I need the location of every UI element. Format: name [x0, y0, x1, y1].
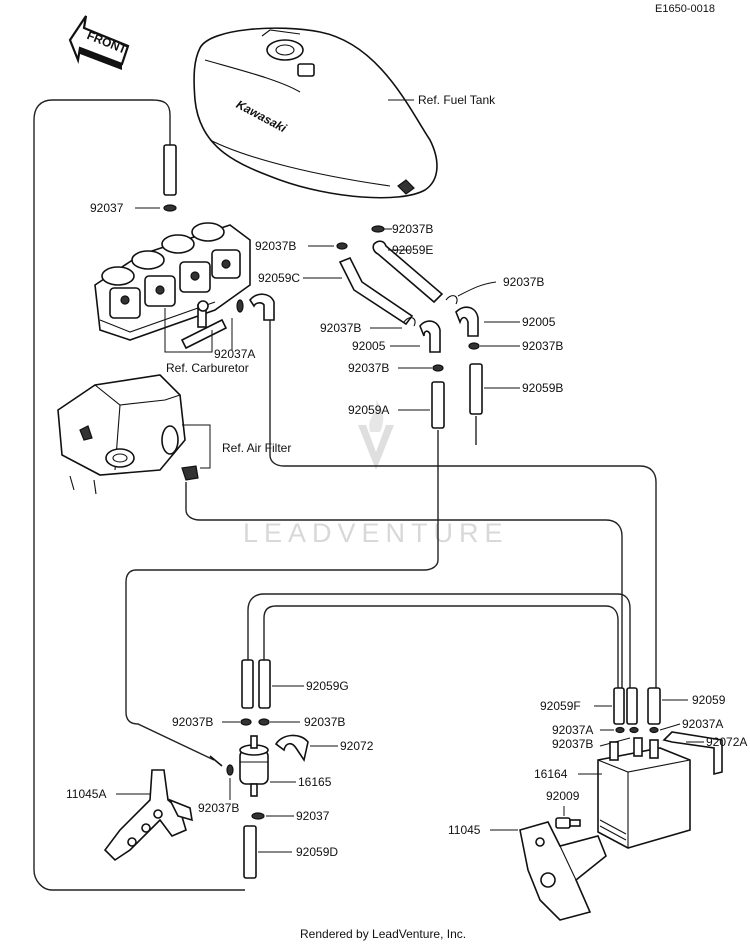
label-92037b-3: 92037B — [503, 275, 544, 289]
bracket-11045 — [519, 821, 607, 921]
hose-92059e — [372, 240, 444, 304]
label-92059b: 92059B — [522, 381, 563, 395]
hose-92059a — [431, 381, 445, 429]
label-92037b-6: 92037B — [348, 361, 389, 375]
strap-92072 — [274, 734, 309, 763]
route-g-left — [247, 593, 631, 690]
strap-92072a — [662, 731, 723, 776]
label-16165: 16165 — [298, 775, 332, 789]
label-16164: 16164 — [534, 767, 568, 781]
clip-92037b-10 — [629, 726, 639, 734]
clip-92037b-7 — [240, 718, 252, 726]
route-92059a-down — [125, 430, 439, 761]
hose-92059f-right — [626, 687, 638, 725]
label-92037-bottom: 92037 — [296, 809, 330, 823]
label-92059e: 92059E — [392, 243, 433, 257]
hose-92059b — [469, 363, 483, 415]
watermark-text: LEADVENTURE — [243, 518, 509, 548]
hose-92059d — [243, 825, 257, 879]
label-92037b-9: 92037B — [198, 801, 239, 815]
route-airfilter-to-canister — [185, 482, 623, 700]
front-arrow-icon: FRONT — [68, 15, 130, 70]
label-92037a-right: 92037A — [682, 717, 723, 731]
hose-92059f-left — [613, 687, 625, 725]
clip-92037b-2 — [371, 225, 385, 233]
label-92072-left: 92072 — [340, 739, 374, 753]
label-92059g: 92059G — [306, 679, 349, 693]
label-92059a: 92059A — [348, 403, 389, 417]
clip-92037b-4 — [403, 317, 416, 327]
breather-hose-route — [33, 99, 245, 891]
clip-92037-top — [163, 204, 177, 212]
hose-92059g-right — [258, 659, 271, 709]
hose-elbow-carb — [249, 293, 275, 321]
label-92037a-left: 92037A — [552, 723, 593, 737]
carburetor-assembly — [94, 222, 251, 350]
label-92037b-10: 92037B — [552, 737, 593, 751]
air-filter-fitting — [181, 465, 199, 481]
fuel-tank: Kawasaki — [193, 27, 438, 199]
label-ref-air-filter: Ref. Air Filter — [222, 441, 291, 455]
pin-92037b — [209, 755, 223, 767]
label-92037b-7: 92037B — [172, 715, 213, 729]
clip-92037b-5 — [468, 342, 480, 350]
clip-92037b-3 — [445, 295, 458, 305]
hose-92059 — [647, 687, 661, 725]
label-92072a: 92072A — [706, 735, 747, 749]
fuel-filter-16165 — [239, 735, 269, 797]
clip-92037b-6 — [432, 364, 444, 372]
hose-upper-breather — [163, 144, 177, 196]
label-92059c: 92059C — [258, 271, 300, 285]
clip-92037b-1 — [336, 242, 348, 250]
label-92037b-8: 92037B — [304, 715, 345, 729]
label-92037a-carb: 92037A — [214, 347, 255, 361]
clip-92037a-right — [649, 726, 659, 734]
hose-92059g-left — [241, 659, 254, 709]
label-ref-fuel-tank: Ref. Fuel Tank — [418, 93, 496, 107]
diagram-code: E1650-0018 — [655, 3, 715, 15]
canister-16164 — [597, 737, 691, 849]
label-92037b-1: 92037B — [255, 239, 296, 253]
route-g-right — [263, 605, 619, 690]
elbow-92005-right — [455, 306, 479, 337]
label-ref-carburetor: Ref. Carburetor — [166, 361, 249, 375]
air-filter-housing — [57, 374, 186, 495]
label-92005-right: 92005 — [522, 315, 556, 329]
clip-92037b-8 — [258, 718, 270, 726]
label-11045a: 11045A — [66, 787, 106, 801]
bolt-92009 — [555, 817, 581, 829]
label-92009: 92009 — [546, 789, 580, 803]
label-92059: 92059 — [692, 693, 726, 707]
clip-92037b-9 — [226, 764, 234, 776]
clip-92037a-left — [615, 726, 625, 734]
label-11045: 11045 — [448, 823, 481, 837]
elbow-92005-left — [419, 320, 441, 353]
label-92037b-2: 92037B — [392, 222, 433, 236]
label-92037b-4: 92037B — [320, 321, 361, 335]
label-92037-top: 92037 — [90, 201, 124, 215]
clip-92037-bottom — [251, 812, 265, 820]
label-92005-left: 92005 — [352, 339, 386, 353]
watermark-logo-icon — [358, 400, 394, 470]
label-92059d: 92059D — [296, 845, 338, 859]
route-carb-to-canister — [269, 320, 657, 690]
bracket-11045a — [103, 769, 193, 862]
label-92037b-5: 92037B — [522, 339, 563, 353]
hose-92059c — [338, 256, 414, 326]
footer-credit: Rendered by LeadVenture, Inc. — [300, 927, 466, 941]
label-92059f: 92059F — [540, 699, 581, 713]
clip-92037a-carb — [236, 299, 244, 313]
